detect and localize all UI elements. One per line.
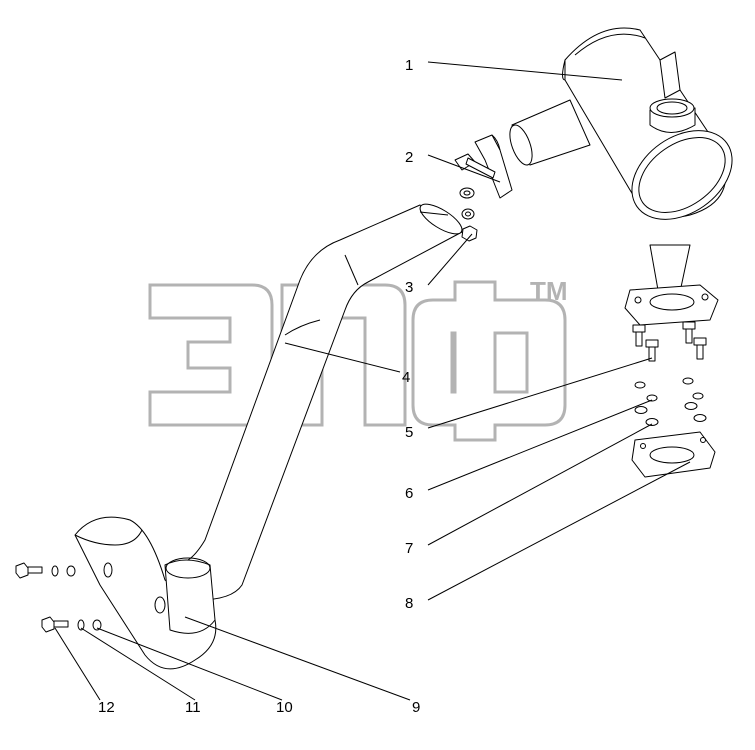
exhaust-pipe	[187, 203, 463, 601]
elbow-hardware-upper	[15, 562, 76, 579]
flange-gasket	[631, 431, 716, 478]
callout-1: 1	[405, 57, 413, 74]
elbow-hardware-lower	[41, 616, 102, 633]
flange-bolts	[632, 321, 707, 362]
clamp	[454, 134, 513, 199]
callout-7: 7	[405, 540, 413, 557]
lock-washers	[634, 377, 704, 402]
muffler	[509, 27, 733, 326]
callout-8: 8	[405, 595, 413, 612]
callout-5: 5	[405, 424, 413, 441]
bolt-c	[645, 339, 659, 362]
bolt-b	[682, 321, 696, 344]
callout-2: 2	[405, 149, 413, 166]
callout-10: 10	[276, 699, 293, 716]
clamp-hardware	[459, 187, 478, 242]
watermark-logo: ТМ	[148, 276, 568, 442]
watermark-glyph-f	[411, 280, 567, 442]
callout-labels: 1 2 3 4 5 6 7 8 9 10 11 12	[98, 57, 420, 716]
bolt-d	[693, 337, 707, 360]
tailpipe-elbow	[74, 516, 217, 670]
callout-3: 3	[405, 279, 413, 296]
watermark-trademark: ТМ	[530, 276, 568, 306]
flat-washers	[634, 402, 707, 426]
leader-lines	[54, 61, 691, 701]
bolt-a	[632, 324, 646, 347]
callout-6: 6	[405, 485, 413, 502]
callout-4: 4	[402, 369, 410, 386]
callout-11: 11	[185, 699, 201, 716]
callout-9: 9	[412, 699, 420, 716]
watermark-glyph-e	[148, 283, 274, 427]
callout-12: 12	[98, 699, 115, 716]
